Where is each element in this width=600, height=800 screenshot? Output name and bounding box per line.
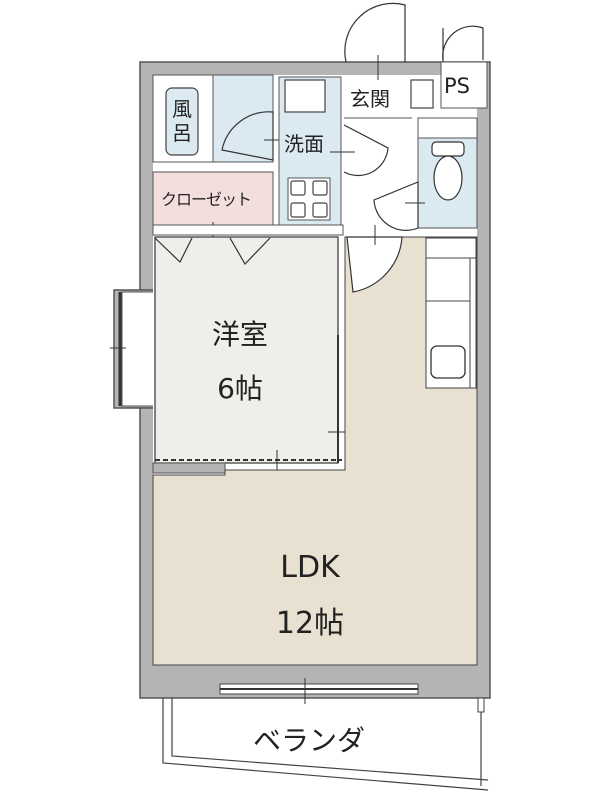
washer-icon (287, 177, 331, 221)
closet-label: クローゼット (161, 190, 252, 209)
entrance-label: 玄関 (350, 87, 390, 111)
western-room-label: 洋室 6帖 (190, 308, 290, 416)
shoe-cabinet (410, 79, 434, 109)
ldk-area (152, 236, 478, 666)
ldk-name: LDK (280, 550, 340, 585)
washroom-label: 洗面 (284, 132, 324, 156)
bath-label-line2: 呂 (172, 121, 192, 145)
veranda-outline (162, 698, 489, 791)
bath-label-line1: 風 (172, 97, 192, 121)
western-room-name: 洋室 (211, 318, 268, 351)
western-room-area (154, 236, 339, 464)
ldk-size: 12帖 (275, 606, 345, 641)
wash-door-swing (343, 124, 389, 177)
front-door-swing (344, 2, 406, 63)
bath-label: 風 呂 (172, 97, 192, 145)
western-room-size: 6帖 (217, 372, 263, 405)
kitchen-sink-icon (430, 345, 466, 379)
veranda-label: ベランダ (253, 724, 366, 757)
ps-box (440, 61, 488, 109)
sink-icon (284, 79, 326, 113)
toilet-bowl (433, 155, 463, 201)
toilet-tank (431, 141, 465, 157)
bath-label-box (165, 87, 199, 156)
ldk-label: LDK 12帖 (255, 540, 365, 652)
ps-label: PS (444, 74, 470, 98)
